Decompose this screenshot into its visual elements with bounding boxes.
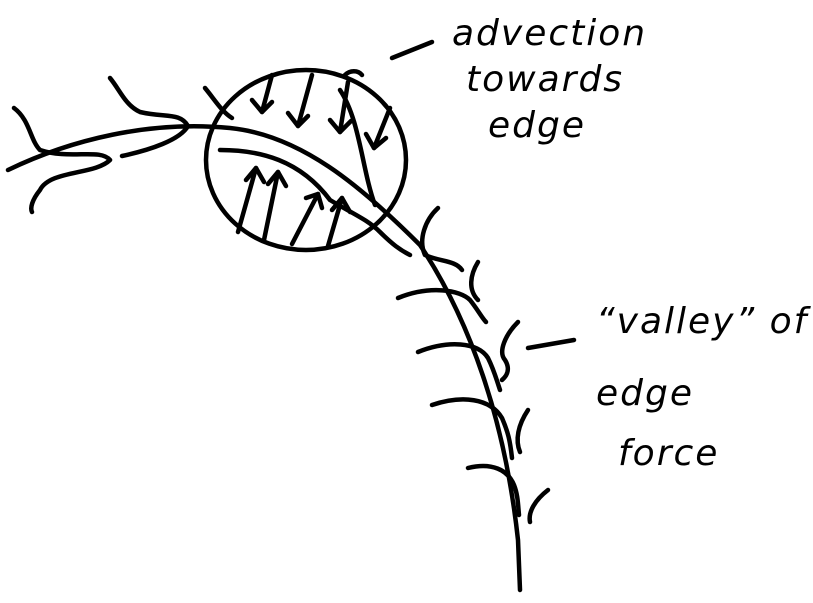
advection-leader-line [392, 42, 432, 58]
valley-squiggle [530, 490, 548, 522]
valley-label-line-3: force [618, 432, 719, 476]
advection-label-line-2: towards [466, 58, 624, 102]
advection-label-line-3: edge [488, 104, 586, 148]
valley-squiggle [471, 262, 478, 300]
edge-curve [8, 126, 520, 590]
valley-squiggle [502, 322, 518, 380]
valley-squiggle [518, 410, 528, 452]
valley-label-line-1: “valley” of [596, 300, 808, 344]
up-arrow [292, 194, 318, 244]
advection-label-line-1: advection [452, 12, 647, 56]
valley-label-line-2: edge [596, 372, 694, 416]
force-squiggle [110, 78, 188, 156]
force-squiggle [345, 71, 362, 75]
valley-leader-line [528, 340, 574, 348]
up-arrows [238, 168, 350, 246]
